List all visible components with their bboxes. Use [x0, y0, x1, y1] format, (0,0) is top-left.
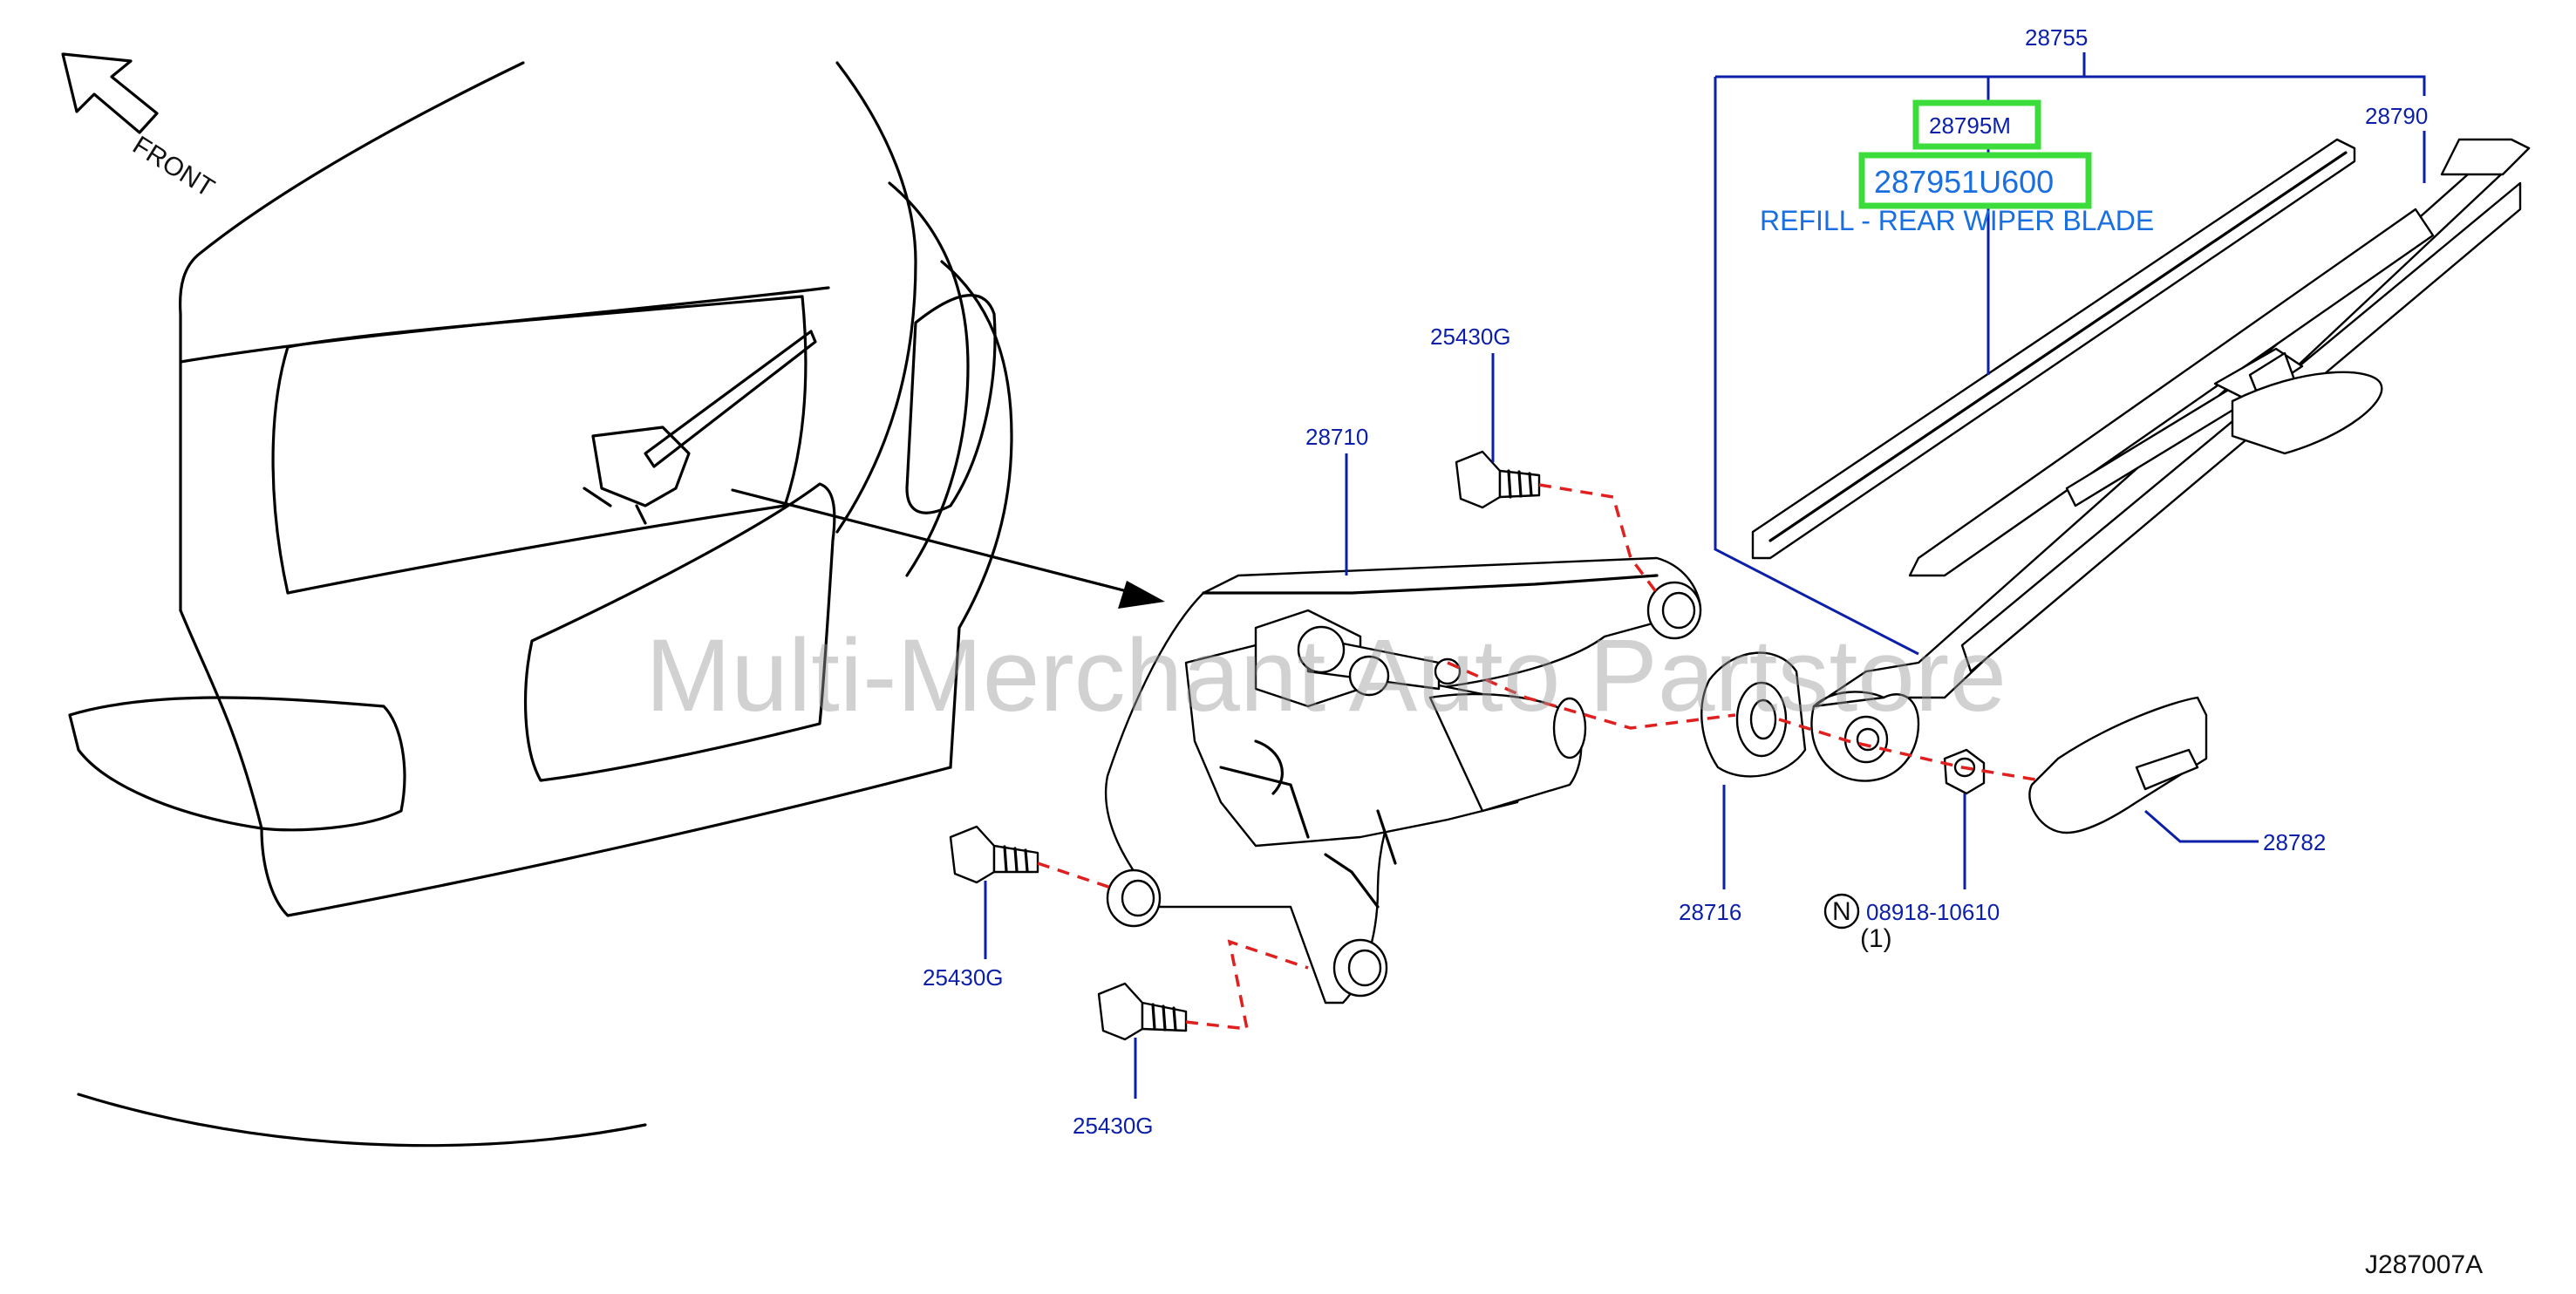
front-label: FRONT — [127, 131, 219, 203]
nut-marker-letter: N — [1832, 897, 1851, 926]
blade-highlight — [1912, 99, 2041, 150]
callout-25430g-bottom: 25430G — [1073, 1113, 1154, 1139]
front-arrow-icon — [61, 52, 159, 134]
nut-quantity: (1) — [1860, 924, 1892, 953]
bolt-top — [1455, 450, 1541, 509]
callout-287951u600: 287951U600 — [1874, 164, 2054, 200]
nut — [1943, 748, 1986, 795]
callout-08918-10610: 08918-10610 — [1866, 899, 2000, 925]
arm-cap — [2028, 696, 2208, 834]
callout-25430g-left: 25430G — [923, 964, 1004, 991]
nut-marker-icon — [1823, 893, 1860, 930]
refill-description: REFILL - REAR WIPER BLADE — [1760, 205, 2154, 236]
leader-lines — [984, 52, 2426, 1099]
grommet — [1700, 651, 1807, 778]
drawing-code: J287007A — [2365, 1250, 2483, 1279]
refill-highlight — [1858, 152, 2092, 209]
callout-28795m: 28795M — [1929, 112, 2011, 139]
vehicle-wiper-sketch — [583, 330, 817, 525]
detail-arrow — [731, 488, 1165, 609]
callout-28710: 28710 — [1305, 424, 1368, 450]
bolt-left — [949, 825, 1039, 884]
watermark: Multi-Merchant Auto Partstore — [645, 618, 2007, 733]
callout-28716: 28716 — [1679, 899, 1741, 925]
bolt-bottom — [1097, 982, 1188, 1041]
assembly-dash-lines — [1037, 483, 2041, 1032]
wiper-refill — [1751, 138, 2356, 560]
wiper-motor — [1104, 556, 1702, 1005]
callout-28782: 28782 — [2263, 829, 2326, 855]
wiper-blade — [1908, 208, 2435, 577]
callout-28755: 28755 — [2025, 24, 2088, 51]
callout-25430g-top: 25430G — [1430, 324, 1511, 350]
vehicle-rear-body — [68, 61, 1013, 1148]
callout-28790: 28790 — [2365, 103, 2428, 129]
